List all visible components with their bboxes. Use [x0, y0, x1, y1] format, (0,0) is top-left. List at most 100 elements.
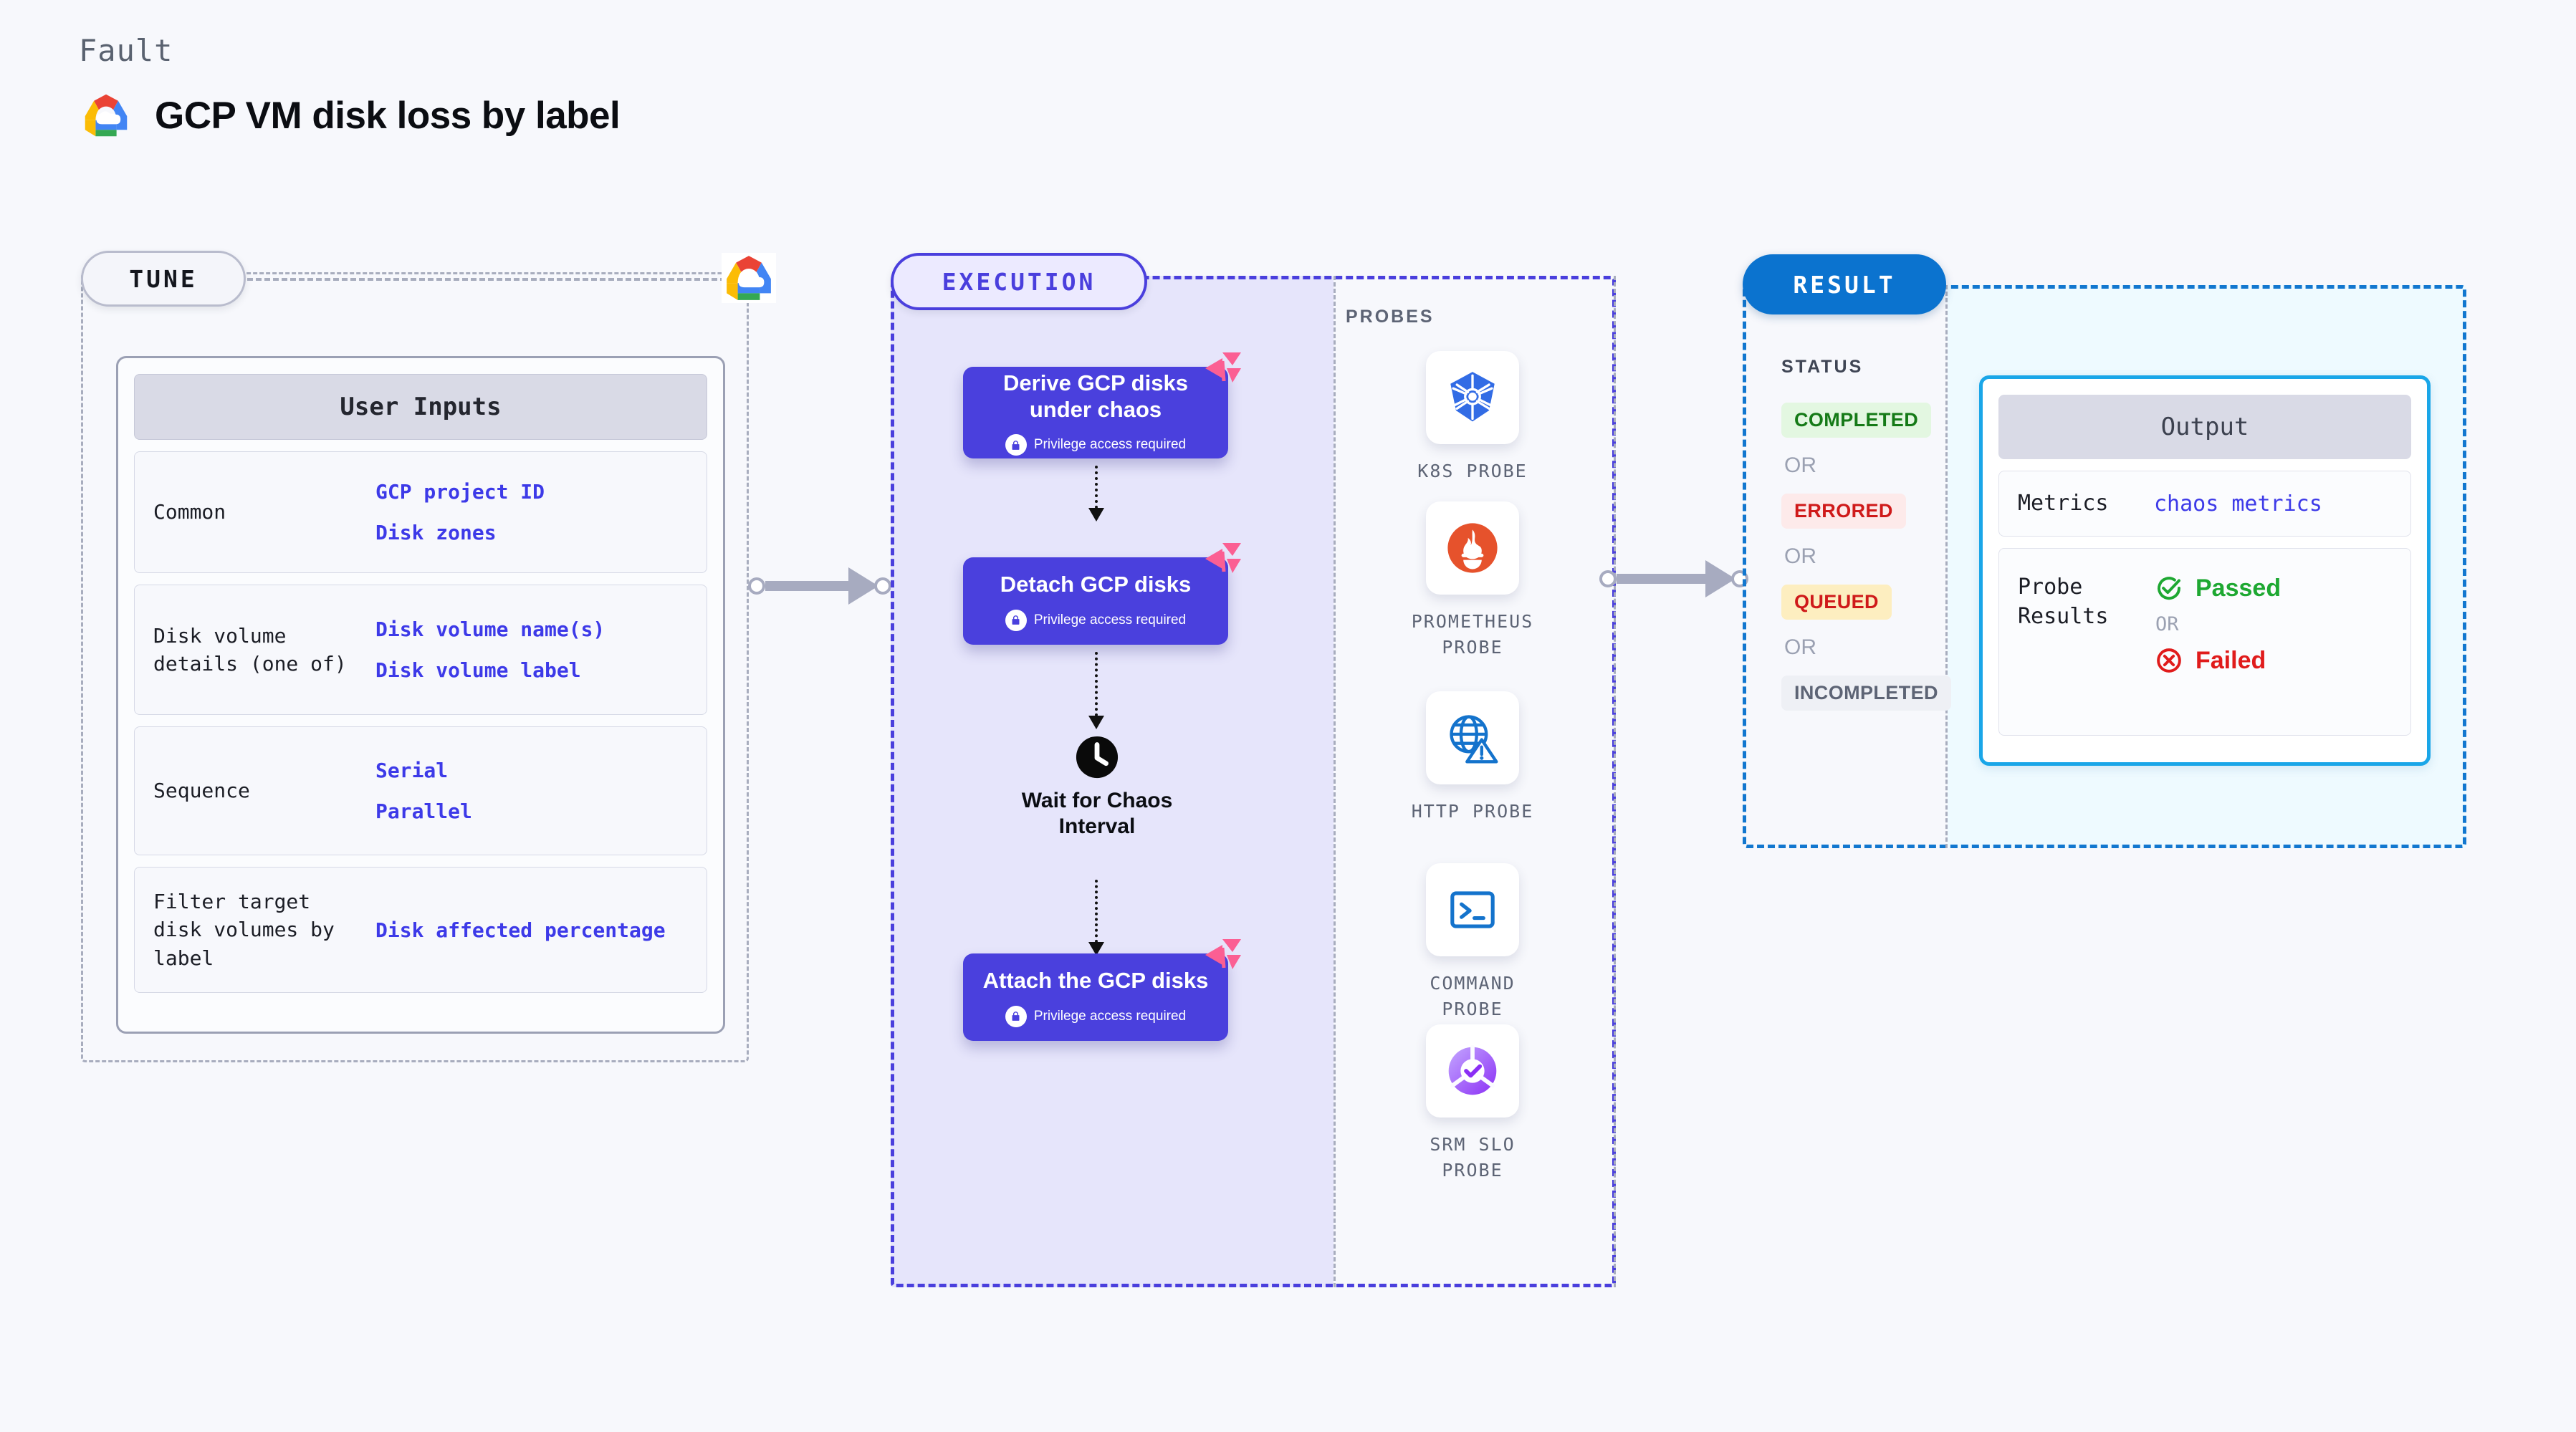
- input-value[interactable]: Parallel: [375, 799, 472, 823]
- tune-badge-connector: [247, 278, 734, 281]
- tune-badge-label: TUNE: [129, 264, 198, 293]
- probe-command[interactable]: COMMAND PROBE: [1394, 863, 1551, 1023]
- wait-for-chaos-interval-node[interactable]: Wait for Chaos Interval: [1000, 735, 1194, 840]
- status-options-list: COMPLETED OR ERRORED OR QUEUED OR INCOMP…: [1781, 403, 1951, 711]
- input-row-sequence[interactable]: Sequence Serial Parallel: [134, 726, 707, 855]
- connector-start-dot: [748, 577, 765, 595]
- privilege-note-label: Privilege access required: [1033, 437, 1187, 453]
- execution-arrow-2: [1088, 652, 1104, 729]
- probe-result-failed-label: Failed: [2196, 646, 2266, 674]
- input-row-values: GCP project ID Disk zones: [375, 479, 545, 545]
- gcp-cloud-logo-icon: [80, 92, 132, 139]
- privilege-note-label: Privilege access required: [1033, 612, 1187, 628]
- probe-label: SRM SLO PROBE: [1430, 1134, 1516, 1181]
- output-card: Output Metrics chaos metrics Probe Resul…: [1979, 375, 2431, 766]
- x-circle-icon: [2154, 645, 2184, 676]
- probe-label: COMMAND PROBE: [1430, 973, 1516, 1020]
- probes-subpanel-frame: [1334, 276, 1616, 1287]
- execution-node-derive-gcp-disks[interactable]: Derive GCP disks under chaos Privilege a…: [963, 352, 1241, 458]
- input-row-values: Disk affected percentage: [375, 918, 666, 943]
- page-title-row: GCP VM disk loss by label: [80, 92, 621, 139]
- input-row-values: Disk volume name(s) Disk volume label: [375, 617, 605, 683]
- chaos-flag-icon: [1201, 350, 1244, 390]
- lock-icon: [1005, 434, 1027, 456]
- kubernetes-icon: [1426, 351, 1519, 444]
- input-value[interactable]: Disk volume label: [375, 658, 581, 682]
- arrow-shaft: [1095, 652, 1098, 716]
- connector-execution-to-result: [1599, 560, 1748, 597]
- status-or-label: OR: [1784, 453, 1816, 477]
- probe-result-passed[interactable]: Passed: [2154, 573, 2281, 603]
- arrow-shaft: [1095, 466, 1098, 509]
- probe-http[interactable]: HTTP PROBE: [1394, 691, 1551, 825]
- page-title: GCP VM disk loss by label: [155, 94, 621, 137]
- http-globe-warning-icon: [1426, 691, 1519, 784]
- arrow-head: [1088, 508, 1104, 522]
- connector-arrowhead: [1705, 560, 1735, 597]
- privilege-note: Privilege access required: [1005, 1005, 1186, 1027]
- chaos-flag-icon: [1201, 936, 1244, 976]
- result-status-column-frame: [1743, 285, 1948, 848]
- privilege-note: Privilege access required: [1005, 434, 1186, 456]
- tune-badge[interactable]: TUNE: [81, 251, 246, 307]
- tune-stage-frame: [81, 272, 749, 1062]
- input-row-values: Serial Parallel: [375, 758, 472, 824]
- connector-line: [765, 581, 848, 591]
- result-badge-label: RESULT: [1793, 270, 1896, 299]
- input-value[interactable]: Serial: [375, 759, 449, 782]
- input-value[interactable]: Disk affected percentage: [375, 918, 666, 942]
- connector-arrowhead: [848, 567, 878, 605]
- output-row-key: Probe Results: [2018, 575, 2109, 629]
- input-value[interactable]: GCP project ID: [375, 480, 545, 504]
- status-badge-incompleted[interactable]: INCOMPLETED: [1781, 676, 1951, 711]
- input-row-common[interactable]: Common GCP project ID Disk zones: [134, 451, 707, 573]
- output-row-metrics[interactable]: Metrics chaos metrics: [1998, 471, 2411, 537]
- execution-node-detach-gcp-disks[interactable]: Detach GCP disks Privilege access requir…: [963, 543, 1241, 645]
- output-row-probe-results[interactable]: Probe Results Passed OR: [1998, 548, 2411, 736]
- execution-node-title: Detach GCP disks: [1000, 572, 1192, 597]
- probe-label: HTTP PROBE: [1411, 801, 1534, 822]
- input-value[interactable]: Disk volume name(s): [375, 618, 605, 641]
- input-row-disk-volume-details[interactable]: Disk volume details (one of) Disk volume…: [134, 585, 707, 715]
- probe-srm-slo[interactable]: SRM SLO PROBE: [1394, 1024, 1551, 1184]
- probe-label: PROMETHEUS PROBE: [1411, 611, 1534, 658]
- execution-badge[interactable]: EXECUTION: [891, 253, 1147, 310]
- status-section-label: STATUS: [1781, 357, 1864, 377]
- result-stage-frame: [1743, 285, 2466, 848]
- input-value[interactable]: Disk zones: [375, 521, 497, 544]
- input-row-filter-by-label[interactable]: Filter target disk volumes by label Disk…: [134, 867, 707, 993]
- status-badge-queued[interactable]: QUEUED: [1781, 585, 1892, 620]
- status-badge-errored[interactable]: ERRORED: [1781, 494, 1906, 529]
- probe-result-failed[interactable]: Failed: [2154, 645, 2281, 676]
- probe-k8s[interactable]: K8S PROBE: [1394, 351, 1551, 484]
- execution-node-title: Attach the GCP disks: [982, 968, 1209, 994]
- check-circle-icon: [2154, 573, 2184, 603]
- user-inputs-title: User Inputs: [134, 374, 707, 440]
- arrow-head: [1088, 942, 1104, 956]
- connector-line: [1617, 574, 1705, 584]
- status-badge-completed[interactable]: COMPLETED: [1781, 403, 1932, 438]
- output-row-value[interactable]: chaos metrics: [2154, 491, 2322, 516]
- input-row-key: Common: [153, 500, 226, 524]
- connector-start-dot: [1599, 570, 1617, 587]
- tune-gcp-brand-icon: [722, 253, 776, 303]
- arrow-head: [1088, 716, 1104, 729]
- probe-prometheus[interactable]: PROMETHEUS PROBE: [1394, 501, 1551, 661]
- input-row-key: Disk volume details (one of): [153, 623, 347, 676]
- prometheus-icon: [1426, 501, 1519, 595]
- execution-badge-label: EXECUTION: [942, 267, 1096, 296]
- srm-slo-icon: [1426, 1024, 1519, 1118]
- output-row-key: Metrics: [2018, 490, 2109, 516]
- status-or-label: OR: [1784, 635, 1816, 659]
- wait-node-label: Wait for Chaos Interval: [1021, 789, 1173, 838]
- privilege-note: Privilege access required: [1005, 609, 1187, 631]
- user-inputs-card: User Inputs Common GCP project ID Disk z…: [116, 356, 725, 1034]
- arrow-shaft: [1095, 880, 1098, 943]
- result-badge[interactable]: RESULT: [1743, 254, 1946, 314]
- probe-result-passed-label: Passed: [2196, 574, 2281, 602]
- clock-icon: [1075, 735, 1119, 779]
- execution-node-attach-gcp-disks[interactable]: Attach the GCP disks Privilege access re…: [963, 939, 1241, 1041]
- page-kicker: Fault: [79, 33, 173, 68]
- lock-icon: [1005, 609, 1027, 631]
